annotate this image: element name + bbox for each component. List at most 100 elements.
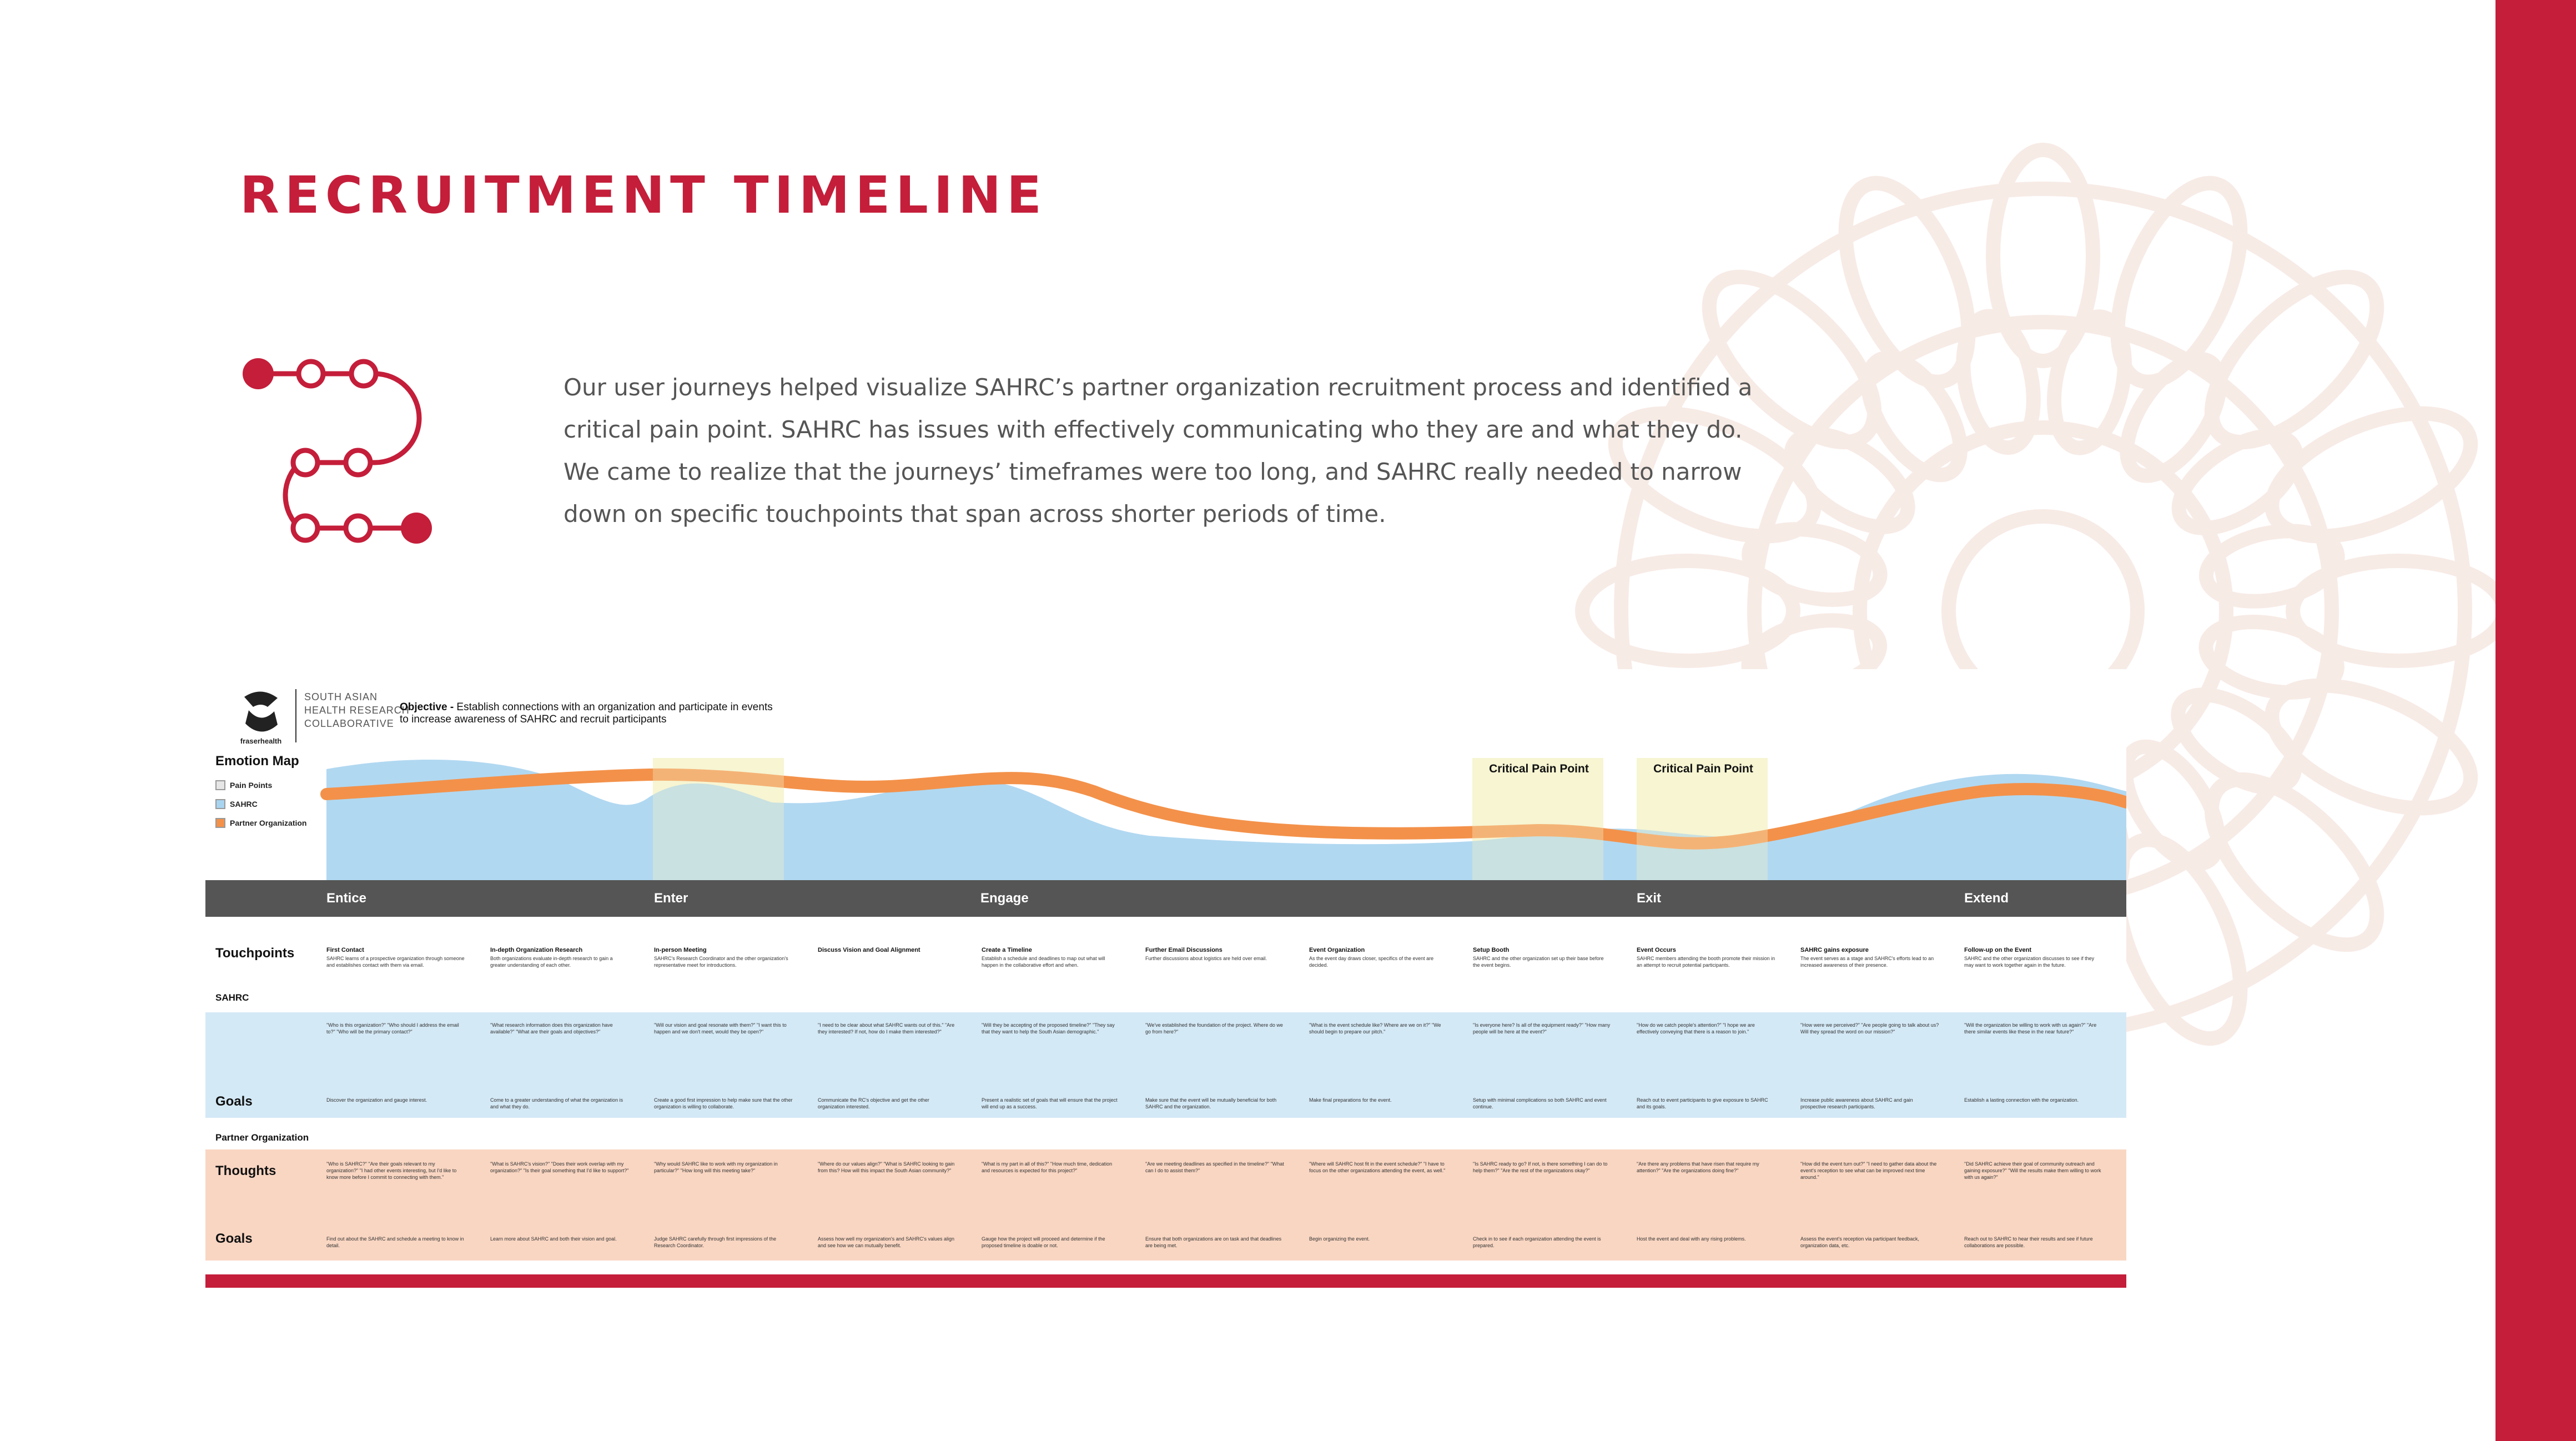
touchpoint-detail: The event serves as a stage and SAHRC's …	[1800, 956, 1934, 968]
pain-point-overlay	[653, 758, 784, 880]
partner-thought: "Are we meeting deadlines as specified i…	[1145, 1161, 1284, 1173]
touchpoint-detail: SAHRC and the other organization discuss…	[1964, 956, 2095, 968]
partner-goal: Gauge how the project will proceed and d…	[982, 1236, 1105, 1248]
thoughts-label: Thoughts	[215, 1163, 276, 1178]
touchpoints-label: Touchpoints	[215, 946, 295, 961]
touchpoint-detail: Further discussions about logistics are …	[1145, 956, 1267, 961]
partner-thought: "Where do our values align?" "What is SA…	[818, 1161, 955, 1173]
sahrc-goal: Reach out to event participants to give …	[1637, 1097, 1768, 1109]
partner-goal: Find out about the SAHRC and schedule a …	[326, 1236, 464, 1248]
phase-engage: Engage	[980, 891, 1029, 906]
partner-goal: Assess how well my organization's and SA…	[818, 1236, 955, 1248]
sahrc-goal: Make sure that the event will be mutuall…	[1145, 1097, 1277, 1109]
partner-thought: "Did SAHRC achieve their goal of communi…	[1964, 1161, 2101, 1180]
partner-goals-label: Goals	[215, 1231, 253, 1246]
touchpoint-title: Setup Booth	[1473, 947, 1510, 953]
partner-thought: "What is SAHRC's vision?" "Does their wo…	[490, 1161, 629, 1173]
phase-enter: Enter	[654, 891, 688, 906]
partner-goal: Check in to see if each organization att…	[1473, 1236, 1601, 1248]
phase-exit: Exit	[1637, 891, 1662, 906]
sahrc-goal: Establish a lasting connection with the …	[1964, 1097, 2079, 1103]
phase-bar: Entice Enter Engage Exit Extend	[205, 880, 2126, 917]
sahrc-goal: Make final preparations for the event.	[1309, 1097, 1392, 1103]
critical-pain-point-label: Critical Pain Point	[1653, 762, 1753, 775]
objective-label: Objective -	[400, 701, 457, 713]
sahrc-goal: Come to a greater understanding of what …	[490, 1097, 623, 1109]
touchpoint-detail: Both organizations evaluate in-depth res…	[490, 956, 613, 968]
sahrc-question: "Will our vision and goal resonate with …	[654, 1022, 787, 1035]
partner-thought: "How did the event turn out?" "I need to…	[1800, 1161, 1937, 1180]
legend-swatch	[215, 818, 225, 828]
sahrc-question: "Will they be accepting of the proposed …	[982, 1022, 1115, 1035]
touchpoint-title: In-person Meeting	[654, 947, 707, 953]
legend-item: Partner Organization	[215, 814, 306, 832]
partner-thought: "Why would SAHRC like to work with my or…	[654, 1161, 778, 1173]
legend-label: Pain Points	[230, 781, 273, 790]
legend-label: SAHRC	[230, 800, 258, 809]
partner-goal: Judge SAHRC carefully through first impr…	[654, 1236, 777, 1248]
touchpoint-title: In-depth Organization Research	[490, 947, 583, 953]
accent-side-bar	[2496, 0, 2576, 1441]
partner-goal: Learn more about SAHRC and both their vi…	[490, 1236, 617, 1242]
touchpoint-title: Follow-up on the Event	[1964, 947, 2031, 953]
sahrc-goals-label: Goals	[215, 1094, 253, 1109]
pain-point-overlay	[1637, 758, 1768, 880]
sahrc-question: "What research information does this org…	[490, 1022, 613, 1035]
logo-line: SOUTH ASIAN	[304, 691, 378, 702]
logo-line: COLLABORATIVE	[304, 718, 394, 729]
board-bottom-bar	[205, 1274, 2126, 1288]
fraser-health-logo: fraserhealth	[240, 691, 281, 745]
touchpoint-title: First Contact	[326, 947, 364, 953]
legend-swatch	[215, 780, 225, 790]
journey-path-icon	[243, 358, 432, 544]
legend-item: SAHRC	[215, 795, 306, 814]
sahrc-band	[205, 1012, 2126, 1118]
logo-line: HEALTH RESEARCH	[304, 705, 410, 716]
partner-goal: Host the event and deal with any rising …	[1637, 1236, 1746, 1242]
partner-goal: Assess the event's reception via partici…	[1800, 1236, 1919, 1248]
touchpoint-title: Create a Timeline	[982, 947, 1032, 953]
partner-thought: "What is my part in all of this?" "How m…	[982, 1161, 1113, 1173]
critical-pain-point-label: Critical Pain Point	[1489, 762, 1589, 775]
logo: fraserhealth SOUTH ASIAN HEALTH RESEARCH…	[233, 686, 455, 747]
sahrc-question: "I need to be clear about what SAHRC wan…	[818, 1022, 955, 1035]
touchpoint-title: SAHRC gains exposure	[1800, 947, 1869, 953]
partner-thought: "Is SAHRC ready to go? If not, is there …	[1473, 1161, 1608, 1173]
sahrc-goal: Discover the organization and gauge inte…	[326, 1097, 427, 1103]
journey-map-board: fraserhealth SOUTH ASIAN HEALTH RESEARCH…	[205, 669, 2126, 1288]
sahrc-question: "Who is this organization?" "Who should …	[326, 1022, 459, 1035]
logo-divider	[295, 689, 296, 742]
sahrc-question: "Is everyone here? Is all of the equipme…	[1473, 1022, 1611, 1035]
legend-swatch	[215, 799, 225, 809]
partner-label: Partner Organization	[215, 1132, 309, 1143]
sahrc-goal: Setup with minimal complications so both…	[1473, 1097, 1607, 1109]
emotion-map	[320, 758, 2126, 880]
sahrc-question: "What is the event schedule like? Where …	[1309, 1022, 1441, 1035]
touchpoint-title: Event Occurs	[1637, 947, 1676, 953]
sahrc-goal: Present a realistic set of goals that wi…	[982, 1097, 1118, 1109]
touchpoint-detail: SAHRC members attending the booth promot…	[1637, 956, 1775, 968]
sahrc-goal: Communicate the RC's objective and get t…	[818, 1097, 929, 1109]
sahrc-goal: Increase public awareness about SAHRC an…	[1800, 1097, 1913, 1109]
touchpoint-detail: SAHRC learns of a prospective organizati…	[326, 956, 465, 968]
sahrc-question: "How do we catch people's attention?" "I…	[1637, 1022, 1755, 1035]
touchpoint-detail: As the event day draws closer, specifics…	[1309, 956, 1434, 968]
sahrc-goal: Create a good first impression to help m…	[654, 1097, 793, 1109]
logo-org-name: SOUTH ASIAN HEALTH RESEARCH COLLABORATIV…	[304, 690, 460, 730]
sahrc-label: SAHRC	[215, 992, 249, 1003]
page-title: RECRUITMENT TIMELINE	[240, 165, 1047, 225]
legend-item: Pain Points	[215, 776, 306, 795]
partner-goal: Reach out to SAHRC to hear their results…	[1964, 1236, 2093, 1248]
partner-emotion-line	[320, 768, 2126, 850]
emotion-map-title: Emotion Map	[215, 754, 299, 769]
pain-point-overlay	[1472, 758, 1603, 880]
partner-thought: "Who is SAHRC?" "Are their goals relevan…	[326, 1161, 457, 1180]
partner-goal: Begin organizing the event.	[1309, 1236, 1370, 1242]
sahrc-question: "Will the organization be willing to wor…	[1964, 1022, 2097, 1035]
legend-label: Partner Organization	[230, 819, 307, 827]
sahrc-emotion-area	[326, 759, 2126, 880]
phase-extend: Extend	[1964, 891, 2009, 906]
sahrc-question: "How were we perceived?" "Are people goi…	[1800, 1022, 1939, 1035]
phase-entice: Entice	[326, 891, 367, 906]
objective: Objective - Establish connections with a…	[400, 701, 899, 726]
